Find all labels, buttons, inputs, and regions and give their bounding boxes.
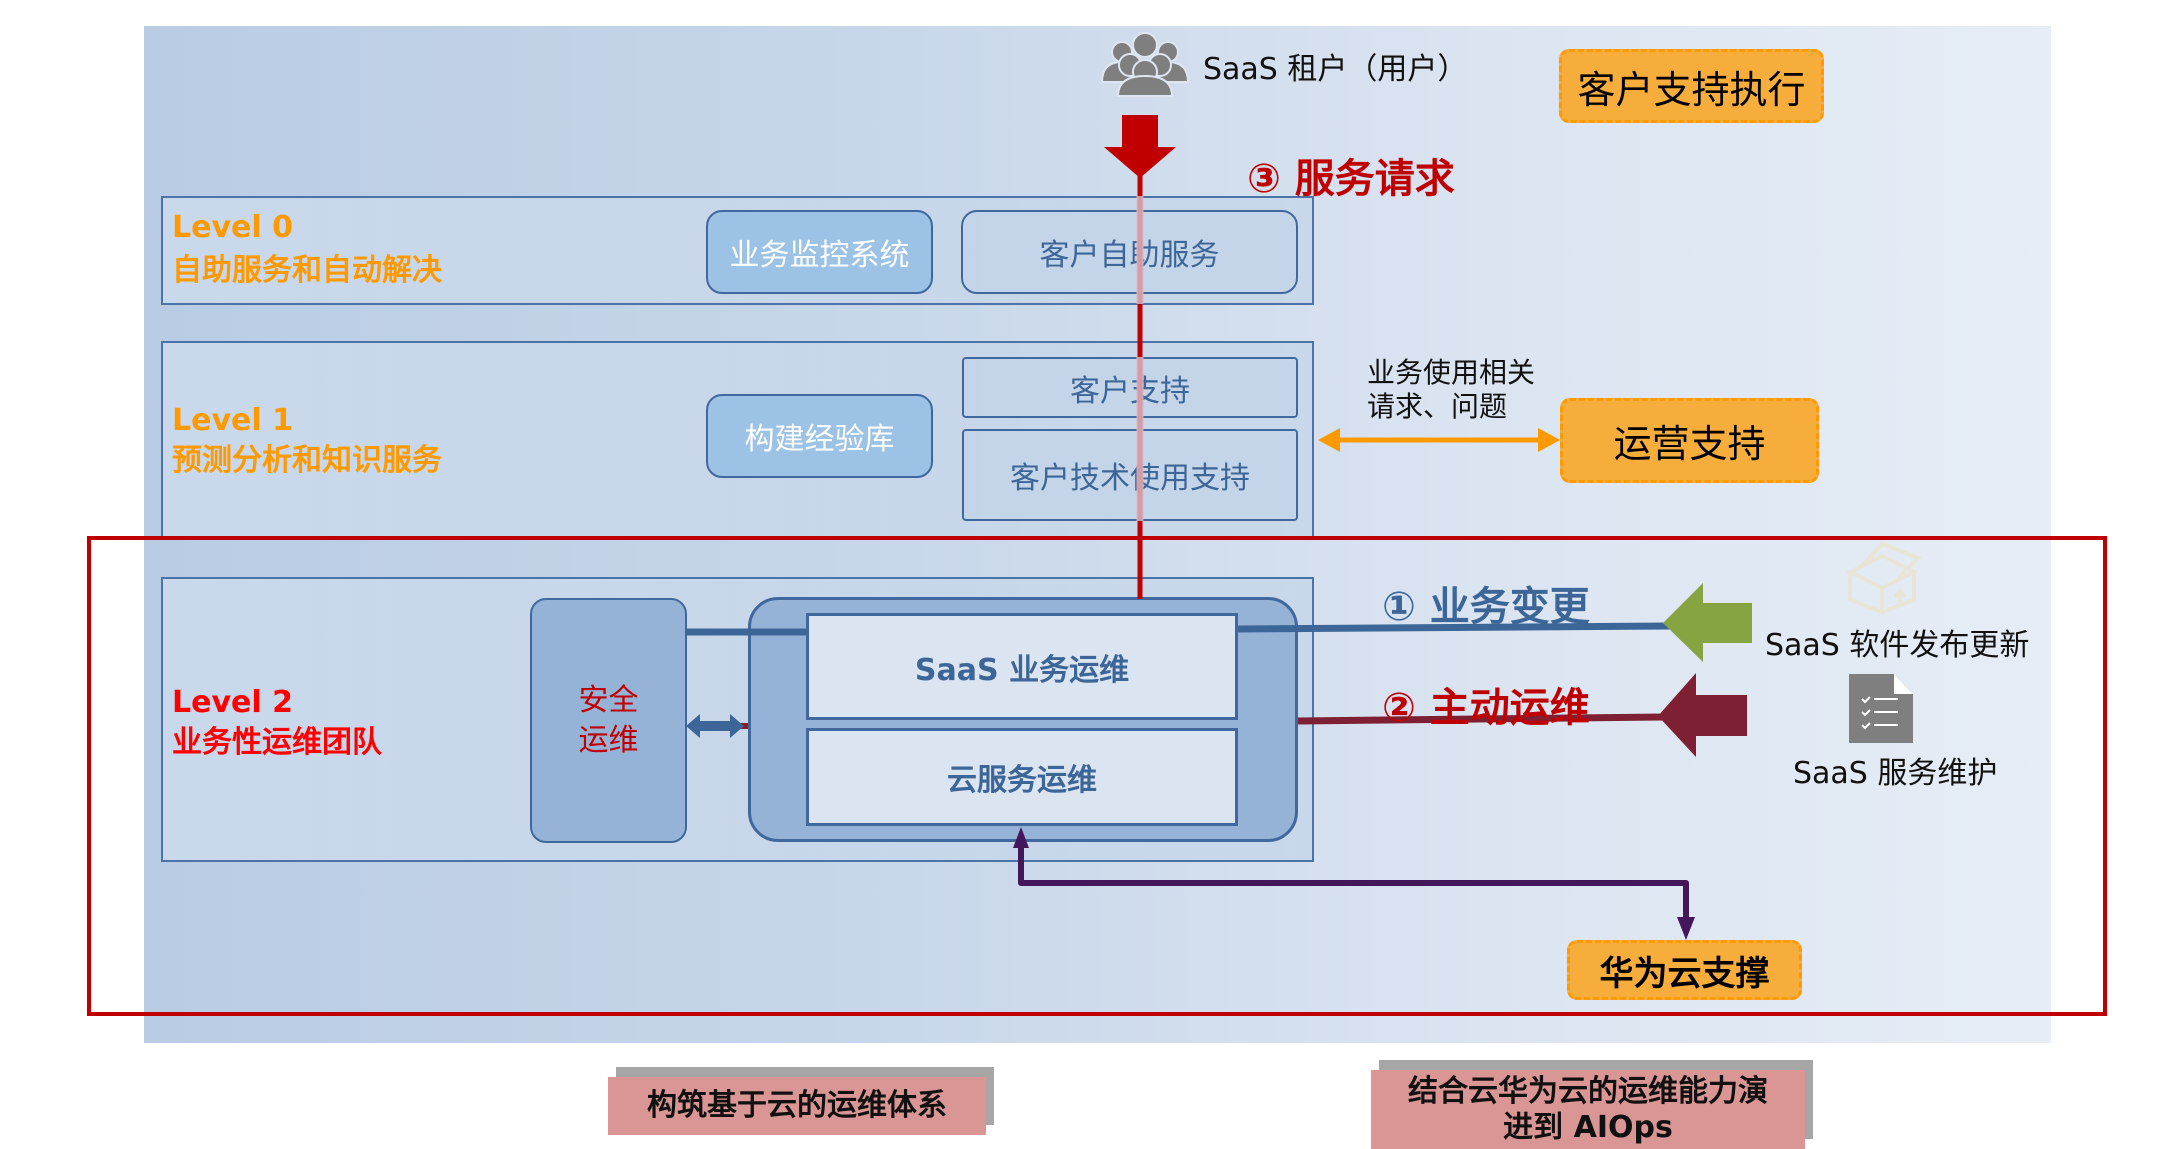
ops-support-note-line-1: 业务使用相关 [1367, 356, 1536, 389]
footer-aiops-line-2: 进到 AIOps [1503, 1109, 1673, 1145]
ops-support-note: 业务使用相关 请求、问题 [1367, 356, 1535, 424]
security-ops[interactable]: 安全 运维 [530, 598, 687, 843]
footer-cloud-ops-system: 构筑基于云的运维体系 [608, 1077, 986, 1135]
saas-business-ops[interactable]: SaaS 业务运维 [806, 613, 1238, 720]
level-2-subtitle: 业务性运维团队 [172, 725, 382, 760]
proactive-ops-label: ② 主动运维 [1382, 685, 1590, 731]
customer-support-exec[interactable]: 客户支持执行 [1559, 49, 1824, 123]
cloud-service-ops[interactable]: 云服务运维 [806, 728, 1238, 826]
level-0-title: Level 0 [172, 210, 293, 245]
business-monitoring-system[interactable]: 业务监控系统 [706, 210, 933, 294]
build-knowledge-base[interactable]: 构建经验库 [706, 394, 933, 478]
footer-aiops-evolution: 结合云华为云的运维能力演 进到 AIOps [1371, 1070, 1805, 1149]
customer-self-service[interactable]: 客户自助服务 [961, 210, 1298, 294]
customer-support[interactable]: 客户支持 [962, 357, 1298, 418]
huawei-cloud-support[interactable]: 华为云支撑 [1567, 940, 1802, 1000]
software-release-label: SaaS 软件发布更新 [1765, 628, 2030, 663]
ops-support-box[interactable]: 运营支持 [1560, 398, 1819, 483]
tenant-label: SaaS 租户（用户） [1203, 52, 1468, 87]
level-0-subtitle: 自助服务和自动解决 [172, 253, 442, 288]
business-change-label: ① 业务变更 [1382, 584, 1590, 630]
ops-support-note-line-2: 请求、问题 [1367, 390, 1508, 423]
level-1-subtitle: 预测分析和知识服务 [172, 443, 442, 478]
security-ops-line-1: 安全 [578, 682, 639, 718]
level-2-title: Level 2 [172, 685, 293, 720]
footer-aiops-line-1: 结合云华为云的运维能力演 [1408, 1073, 1768, 1109]
service-maintenance-label: SaaS 服务维护 [1793, 756, 1998, 791]
customer-technical-usage-support[interactable]: 客户技术使用支持 [962, 429, 1298, 521]
level-1-title: Level 1 [172, 403, 293, 438]
service-request-label: ③ 服务请求 [1247, 156, 1455, 202]
security-ops-line-2: 运维 [578, 722, 639, 758]
